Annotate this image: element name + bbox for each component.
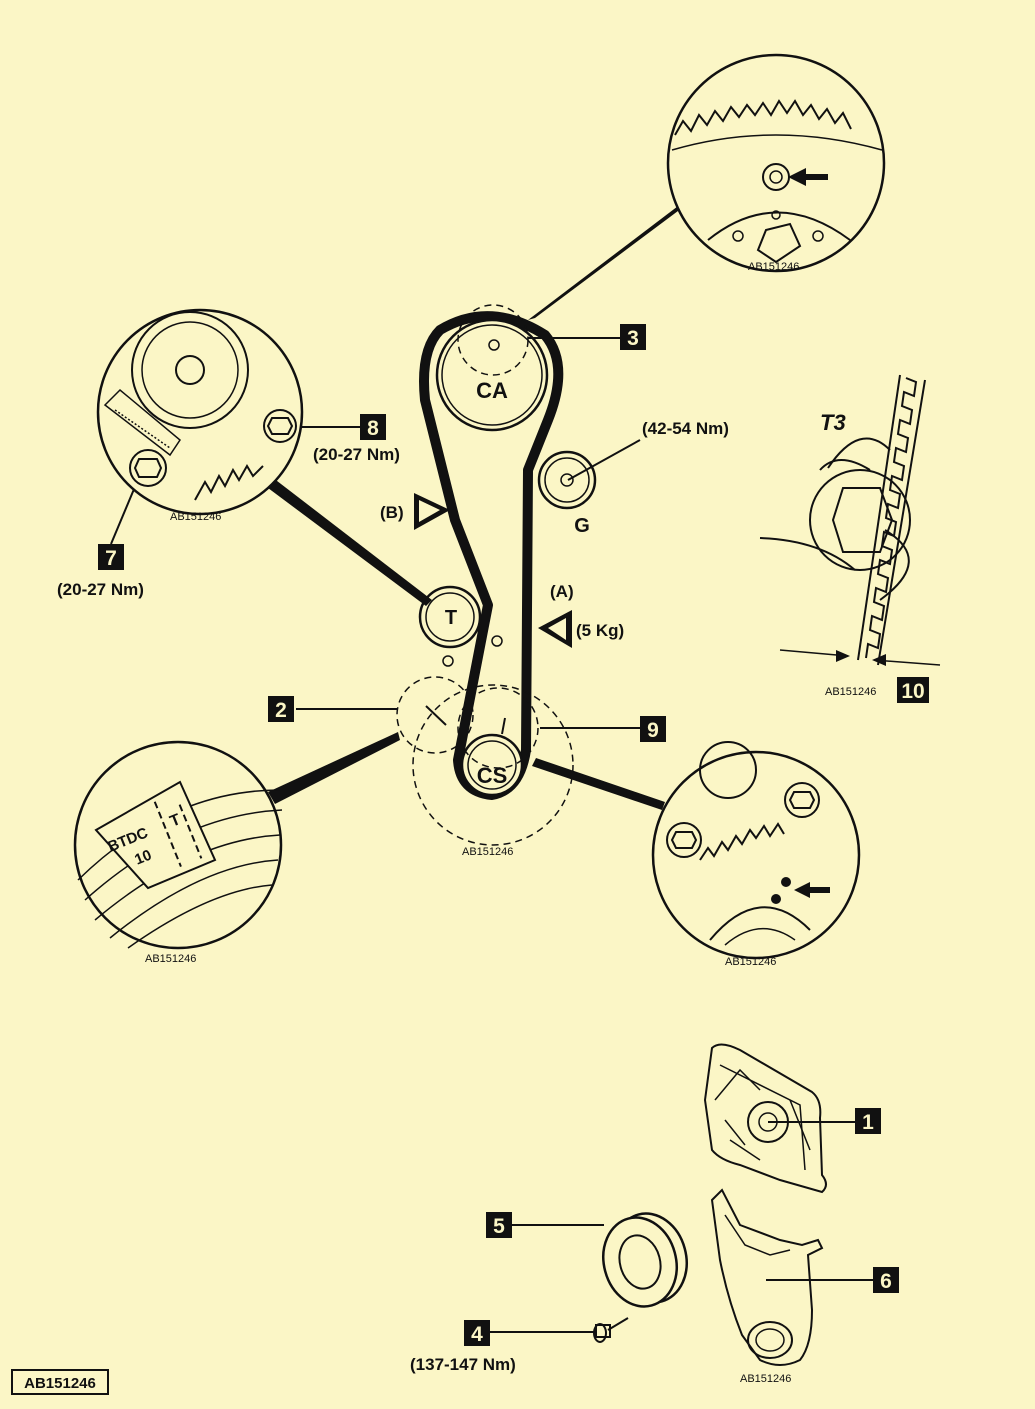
crankshaft-pulley bbox=[460, 733, 524, 797]
belt-mark-a: (A) bbox=[550, 582, 574, 601]
detail-deflection-ref: AB151246 bbox=[825, 686, 876, 698]
detail-camshaft: AB151246 bbox=[528, 53, 886, 320]
callout-4: 4 bbox=[464, 1320, 594, 1346]
torque-bolt-8: (20-27 Nm) bbox=[313, 445, 400, 464]
detail-tensioner-ref: AB151246 bbox=[170, 511, 221, 523]
components-ref: AB151246 bbox=[740, 1373, 791, 1385]
scale-ten: 10 bbox=[132, 847, 154, 869]
detail-camshaft-ref: AB151246 bbox=[748, 261, 799, 273]
svg-text:2: 2 bbox=[275, 699, 287, 722]
belt-mark-b: (B) bbox=[380, 503, 404, 522]
pointer-arrow-icon bbox=[788, 168, 828, 186]
svg-text:5: 5 bbox=[493, 1215, 505, 1238]
torque-idler: (42-54 Nm) bbox=[642, 419, 729, 438]
torque-bolt-4: (137-147 Nm) bbox=[410, 1355, 516, 1374]
camshaft-mark-circle bbox=[457, 304, 529, 376]
detail-deflection: T3 AB151246 bbox=[759, 374, 941, 698]
camshaft-label: CA bbox=[476, 378, 508, 403]
detail-crank-ref: AB151246 bbox=[725, 956, 776, 968]
belt-force: (5 Kg) bbox=[576, 621, 624, 640]
callout-8: 8 bbox=[290, 414, 386, 440]
detail-timing-ref: AB151246 bbox=[145, 953, 196, 965]
callout-1: 1 bbox=[768, 1108, 881, 1134]
tensioner-pulley bbox=[418, 585, 482, 649]
svg-text:AB151246: AB151246 bbox=[24, 1375, 96, 1392]
belt-drive: CA G T CS AB151246 (B) (A) (5 Kg) bbox=[380, 304, 624, 858]
idler-label: G bbox=[574, 515, 590, 537]
camshaft-pulley bbox=[435, 318, 549, 432]
detail-crank-sprocket: AB151246 bbox=[532, 741, 861, 968]
svg-text:8: 8 bbox=[367, 417, 379, 440]
svg-text:4: 4 bbox=[471, 1323, 483, 1346]
lower-cover-part: AB151246 bbox=[710, 1188, 824, 1385]
upper-cover-part bbox=[703, 1043, 827, 1194]
t3-label: T3 bbox=[820, 410, 846, 435]
crank-ref: AB151246 bbox=[462, 846, 513, 858]
crankshaft-label: CS bbox=[477, 763, 508, 788]
timing-plate bbox=[94, 780, 217, 890]
crank-bolt-part bbox=[593, 1317, 629, 1343]
detail-tensioner: AB151246 bbox=[96, 308, 432, 606]
svg-text:3: 3 bbox=[627, 327, 639, 350]
callout-3: 3 bbox=[528, 324, 646, 350]
idler-pulley bbox=[537, 450, 597, 510]
detail-timing-scale: BTDC 10 T AB151246 bbox=[73, 732, 400, 965]
svg-text:1: 1 bbox=[862, 1111, 874, 1134]
svg-text:10: 10 bbox=[901, 680, 924, 703]
svg-text:6: 6 bbox=[880, 1270, 892, 1293]
figure-reference-box: AB151246 bbox=[11, 1369, 109, 1395]
callout-10: 10 bbox=[897, 677, 929, 703]
camshaft-timing-hole bbox=[488, 339, 500, 351]
crank-sprocket-part bbox=[602, 1212, 688, 1308]
svg-text:9: 9 bbox=[647, 719, 659, 742]
callout-5: 5 bbox=[486, 1212, 604, 1238]
callout-6: 6 bbox=[766, 1267, 899, 1293]
crank-mark-dot bbox=[781, 877, 791, 887]
tensioner-label: T bbox=[445, 607, 457, 629]
crank-pointer-icon bbox=[794, 882, 830, 898]
callout-2: 2 bbox=[268, 696, 398, 722]
svg-text:7: 7 bbox=[105, 547, 117, 570]
callout-9: 9 bbox=[540, 716, 666, 742]
torque-bolt-7: (20-27 Nm) bbox=[57, 580, 144, 599]
